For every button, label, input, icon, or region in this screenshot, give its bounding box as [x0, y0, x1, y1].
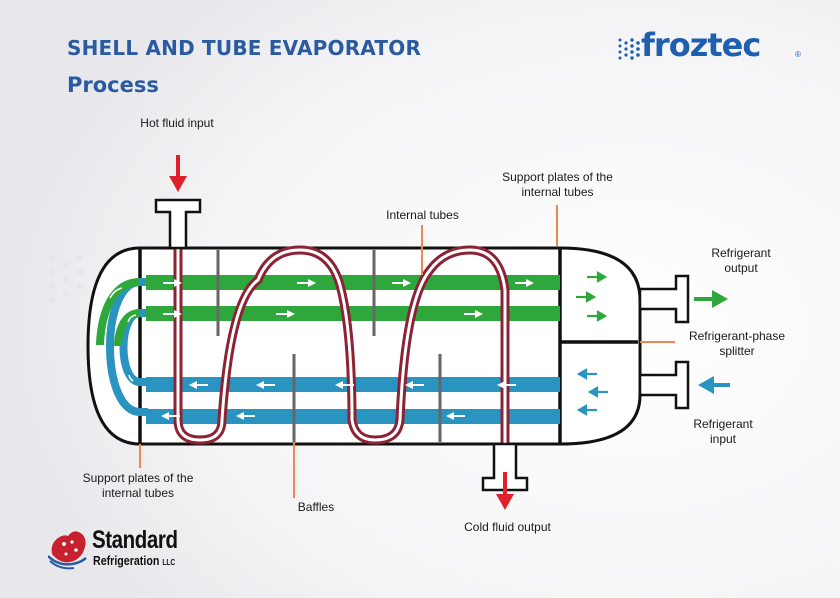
baffles	[216, 250, 442, 442]
logo-wordmark: froztec	[641, 26, 761, 64]
brand-subtitle: Refrigeration LLC	[93, 553, 175, 568]
tube-green-bottom	[146, 306, 560, 321]
hot-fluid-input-arrow	[169, 155, 187, 192]
label-internal-tubes: Internal tubes	[386, 208, 459, 222]
hot-fluid-coil	[173, 215, 510, 470]
nozzles	[154, 198, 690, 492]
refrigerant-input-arrow	[698, 376, 730, 394]
label-hot-fluid-input: Hot fluid input	[140, 116, 214, 130]
standard-refrigeration-logo: Standard Refrigeration LLC	[48, 526, 218, 576]
logo-registered-mark: ®	[795, 50, 801, 59]
label-refrigerant-input: Refrigerant input	[693, 417, 753, 446]
brand-suffix: LLC	[162, 558, 176, 567]
cold-fluid-outlet-nozzle	[481, 442, 529, 492]
refrigerant-output-arrow	[694, 290, 728, 308]
hot-fluid-inlet-nozzle	[154, 198, 202, 250]
watermark	[48, 254, 84, 304]
refrigerant-outlet-nozzle	[638, 274, 690, 324]
cold-fluid-output-arrow	[496, 472, 514, 510]
froztec-logo: froztec ®	[617, 26, 807, 70]
logo-dots-icon	[618, 38, 640, 60]
page-subtitle: Process	[67, 73, 159, 97]
label-cold-fluid-output: Cold fluid output	[464, 520, 551, 534]
leader-lines	[139, 205, 675, 498]
external-arrows	[169, 155, 730, 510]
tube-flow-arrows	[161, 279, 534, 420]
refrigerant-inlet-nozzle	[638, 360, 690, 410]
head-flow-arrows	[109, 271, 608, 416]
label-baffles: Baffles	[297, 500, 335, 514]
brand-sub-text: Refrigeration	[93, 553, 160, 568]
page-title: SHELL AND TUBE EVAPORATOR	[67, 36, 422, 60]
label-support-plates-right: Support plates of the internal tubes	[502, 170, 613, 199]
brand-mark-icon	[48, 531, 87, 570]
label-support-plates-left: Support plates of the internal tubes	[82, 471, 194, 500]
brand-name: Standard	[92, 526, 178, 554]
label-refrigerant-output: Refrigerant output	[711, 246, 771, 275]
u-bend	[96, 278, 148, 416]
label-refrigerant-phase-splitter: Refrigerant-phase splitter	[688, 329, 786, 358]
